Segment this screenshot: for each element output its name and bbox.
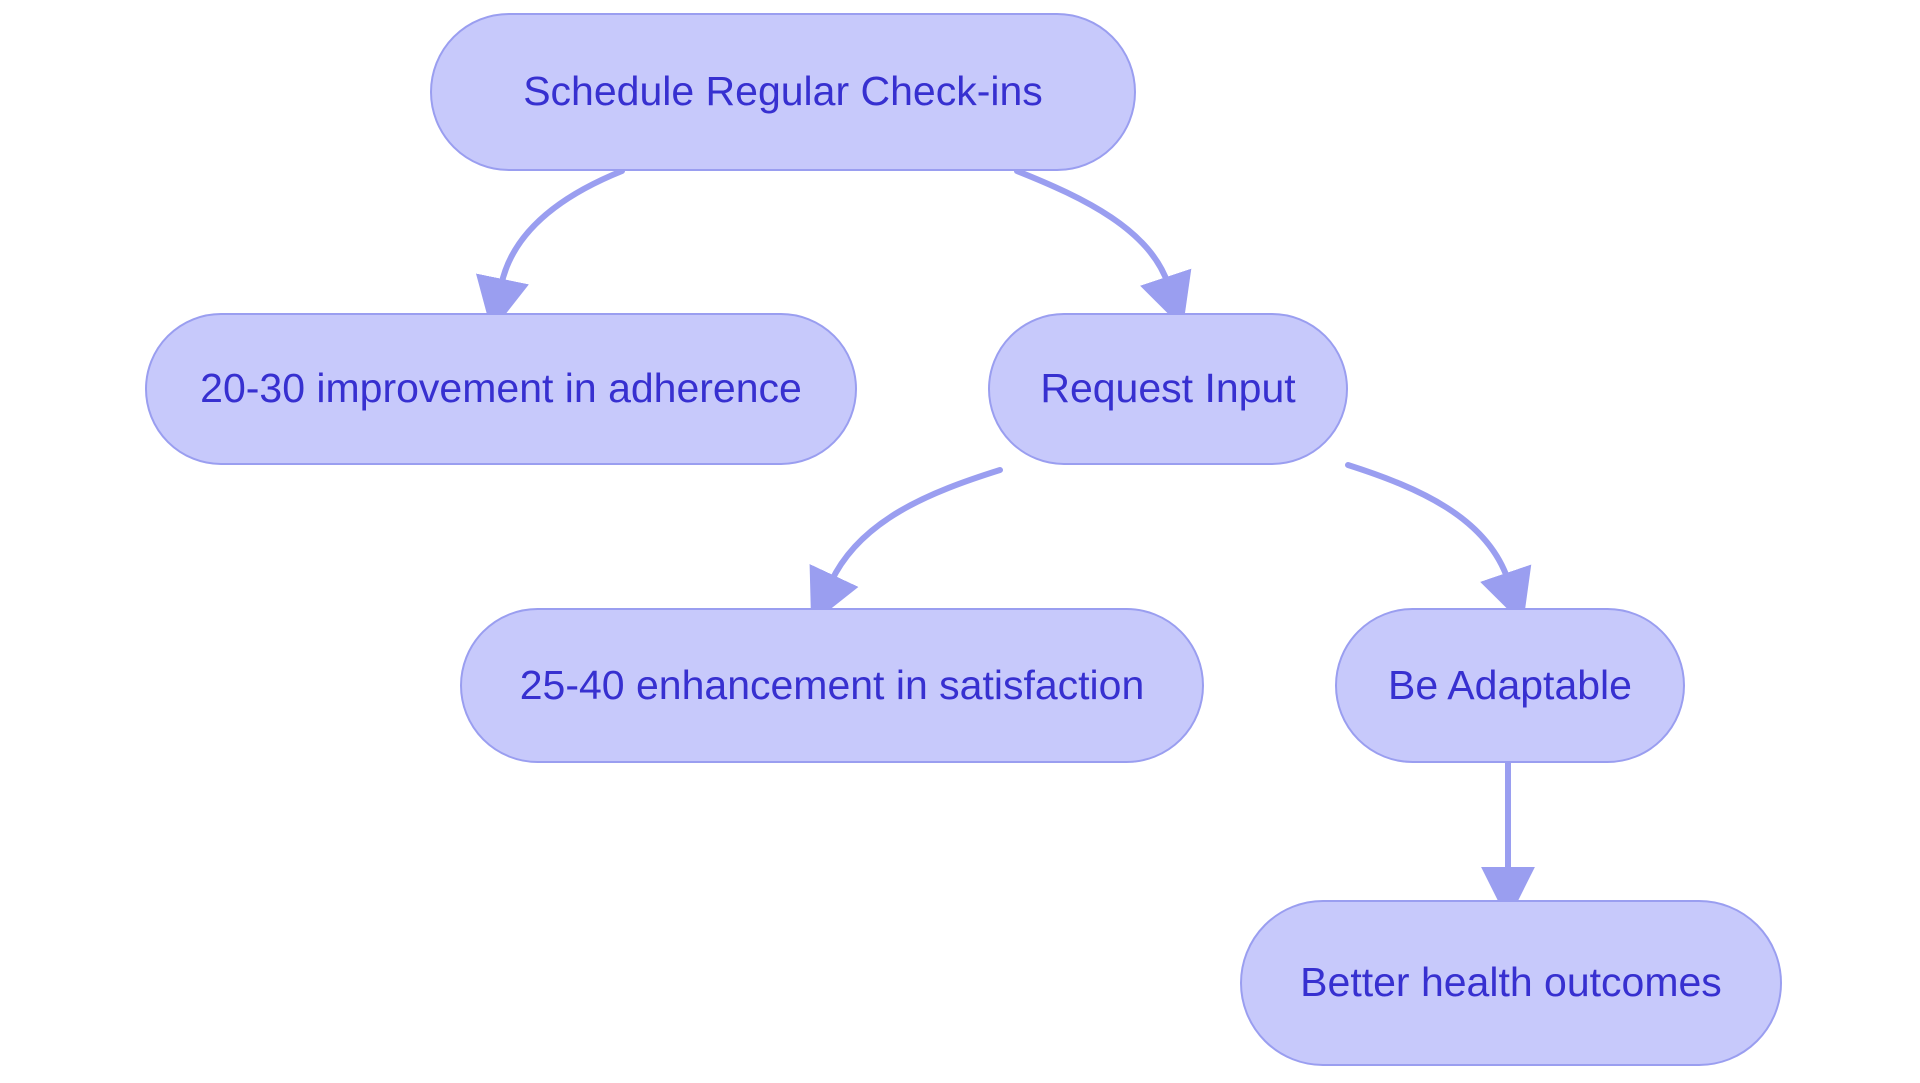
flow-node-improvement-in-adherence[interactable]: 20-30 improvement in adherence	[145, 313, 857, 465]
flow-node-request-input[interactable]: Request Input	[988, 313, 1348, 465]
node-label: 20-30 improvement in adherence	[200, 365, 802, 412]
edge-request-input-to-satisfaction	[809, 467, 1003, 625]
edge-request-input-to-be-adaptable	[1345, 462, 1532, 625]
flow-node-schedule-regular-check-ins[interactable]: Schedule Regular Check-ins	[430, 13, 1136, 171]
flow-node-enhancement-in-satisfaction[interactable]: 25-40 enhancement in satisfaction	[460, 608, 1204, 763]
node-label: Be Adaptable	[1388, 661, 1632, 708]
flow-node-be-adaptable[interactable]: Be Adaptable	[1335, 608, 1685, 763]
node-label: Better health outcomes	[1300, 959, 1722, 1006]
node-label: Schedule Regular Check-ins	[523, 68, 1043, 115]
node-label: 25-40 enhancement in satisfaction	[519, 661, 1145, 708]
edge-root-to-adherence	[475, 168, 625, 332]
node-label: Request Input	[1040, 365, 1296, 412]
edge-root-to-request-input	[1014, 168, 1192, 329]
flow-node-better-health-outcomes[interactable]: Better health outcomes	[1240, 900, 1782, 1066]
